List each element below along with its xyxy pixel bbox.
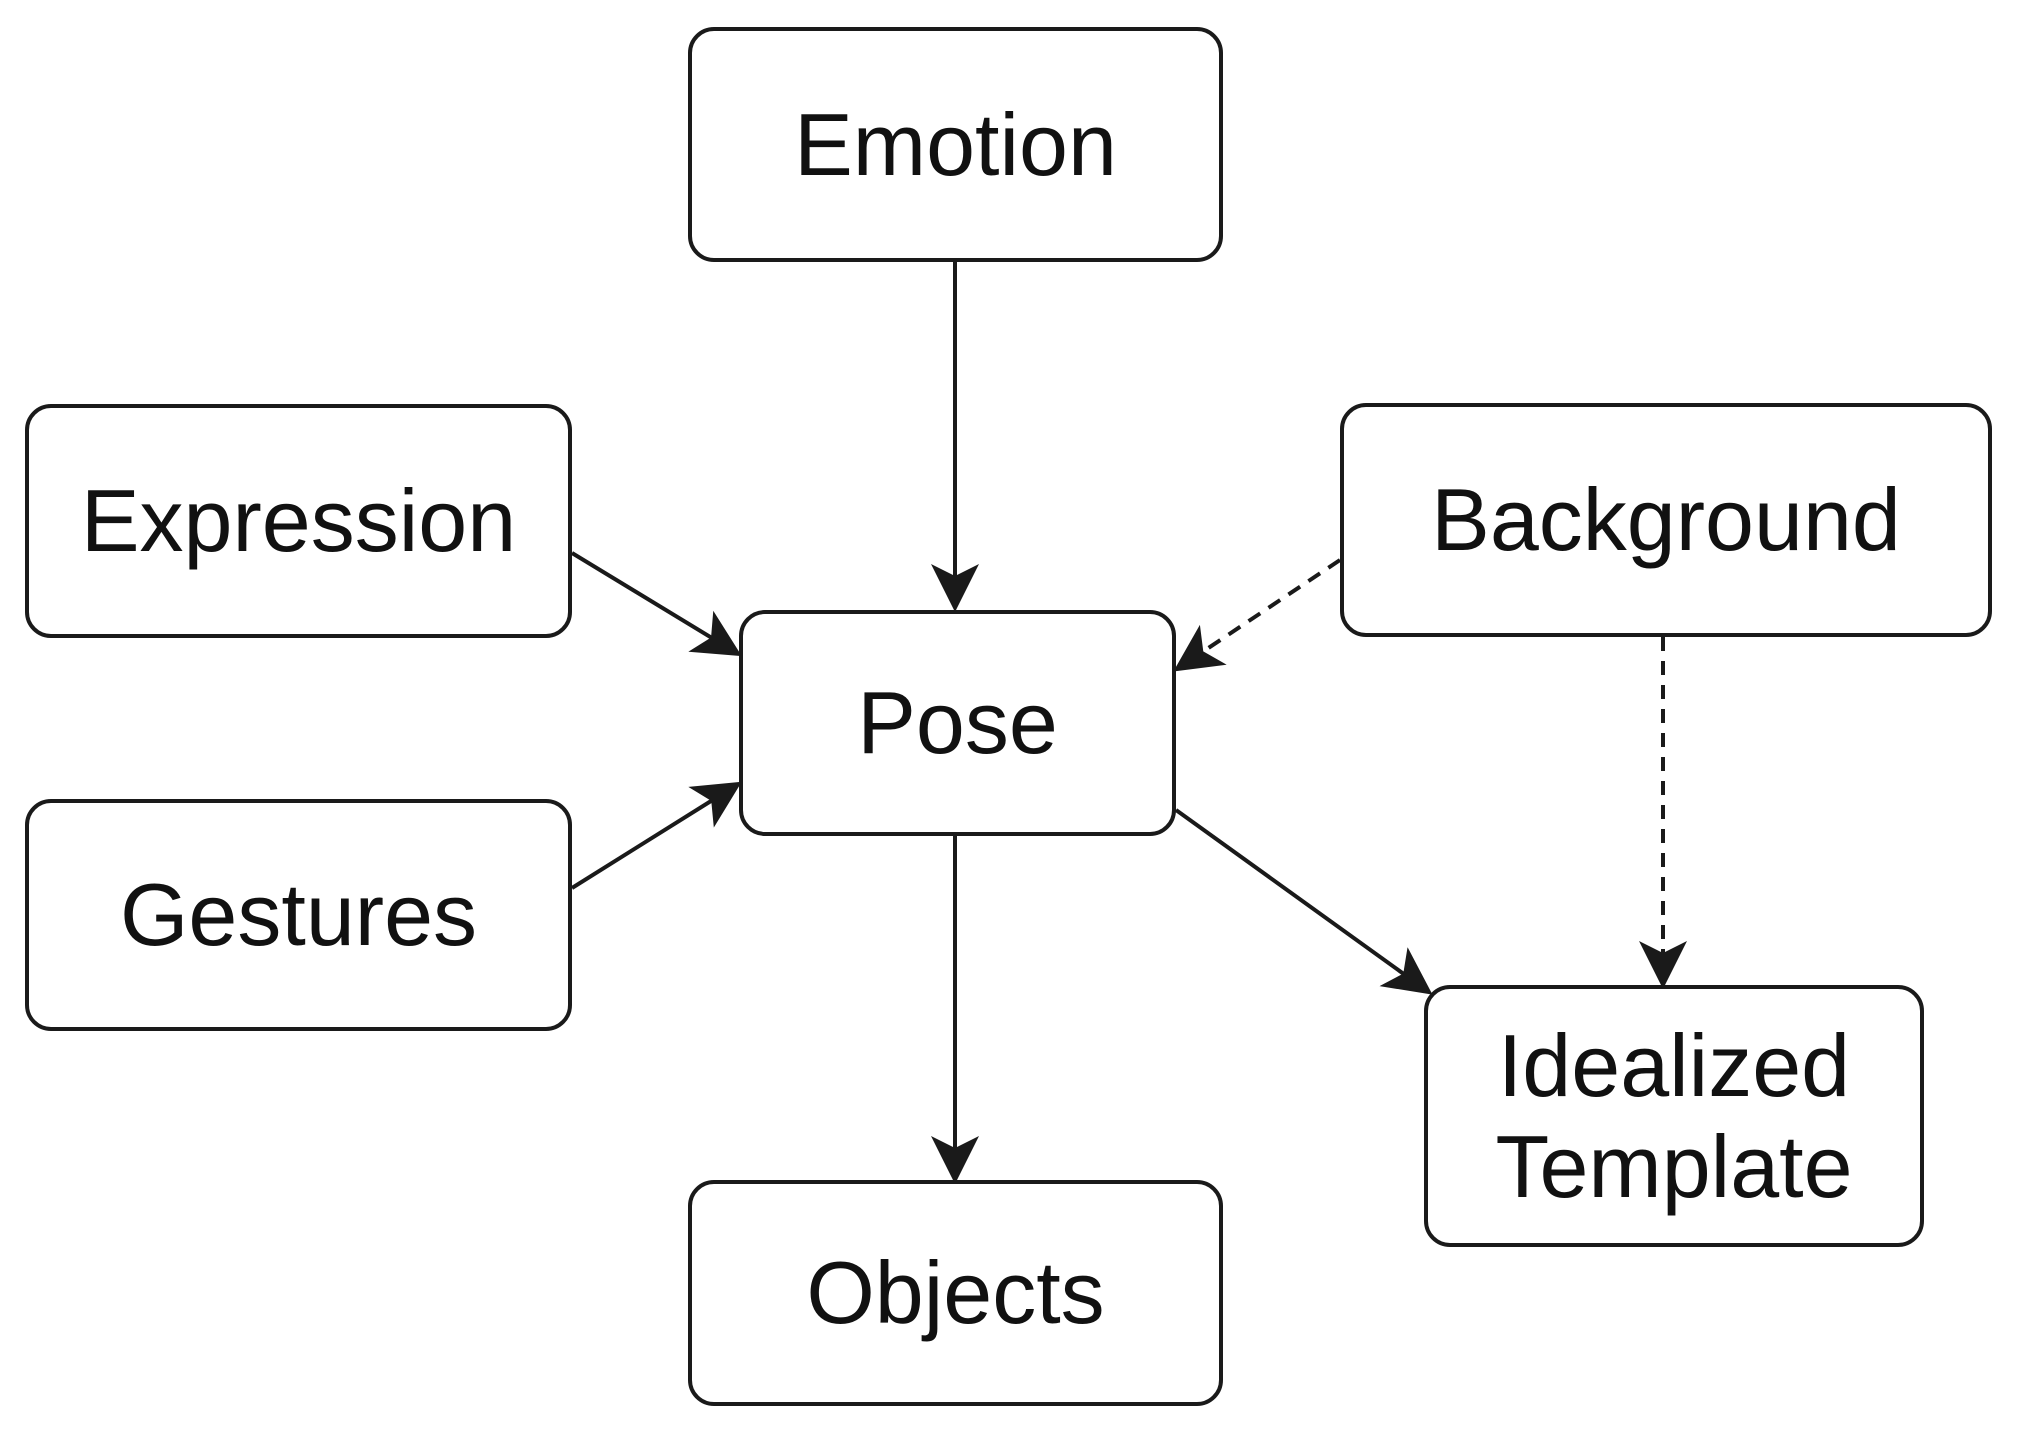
node-idealized-template: Idealized Template xyxy=(1424,985,1924,1247)
edge-background-to-pose xyxy=(1173,558,1342,672)
edge-expression-to-pose xyxy=(570,551,742,657)
node-expression-label: Expression xyxy=(80,471,517,571)
node-idealized-template-line-1: Idealized xyxy=(1497,1015,1851,1115)
node-background: Background xyxy=(1340,403,1992,637)
node-background-label: Background xyxy=(1431,470,1901,570)
node-pose-label: Pose xyxy=(857,673,1058,773)
node-objects-label: Objects xyxy=(806,1243,1105,1343)
node-gestures-label: Gestures xyxy=(119,865,478,965)
node-idealized-template-line-2: Template xyxy=(1495,1117,1853,1216)
edge-gestures-to-pose xyxy=(570,781,742,890)
node-pose: Pose xyxy=(739,610,1176,836)
node-emotion: Emotion xyxy=(688,27,1223,262)
node-objects: Objects xyxy=(688,1180,1223,1406)
node-emotion-label: Emotion xyxy=(794,94,1117,194)
node-gestures: Gestures xyxy=(25,799,572,1031)
node-expression: Expression xyxy=(25,404,572,638)
edge-pose-to-idealized-template xyxy=(1174,808,1433,995)
